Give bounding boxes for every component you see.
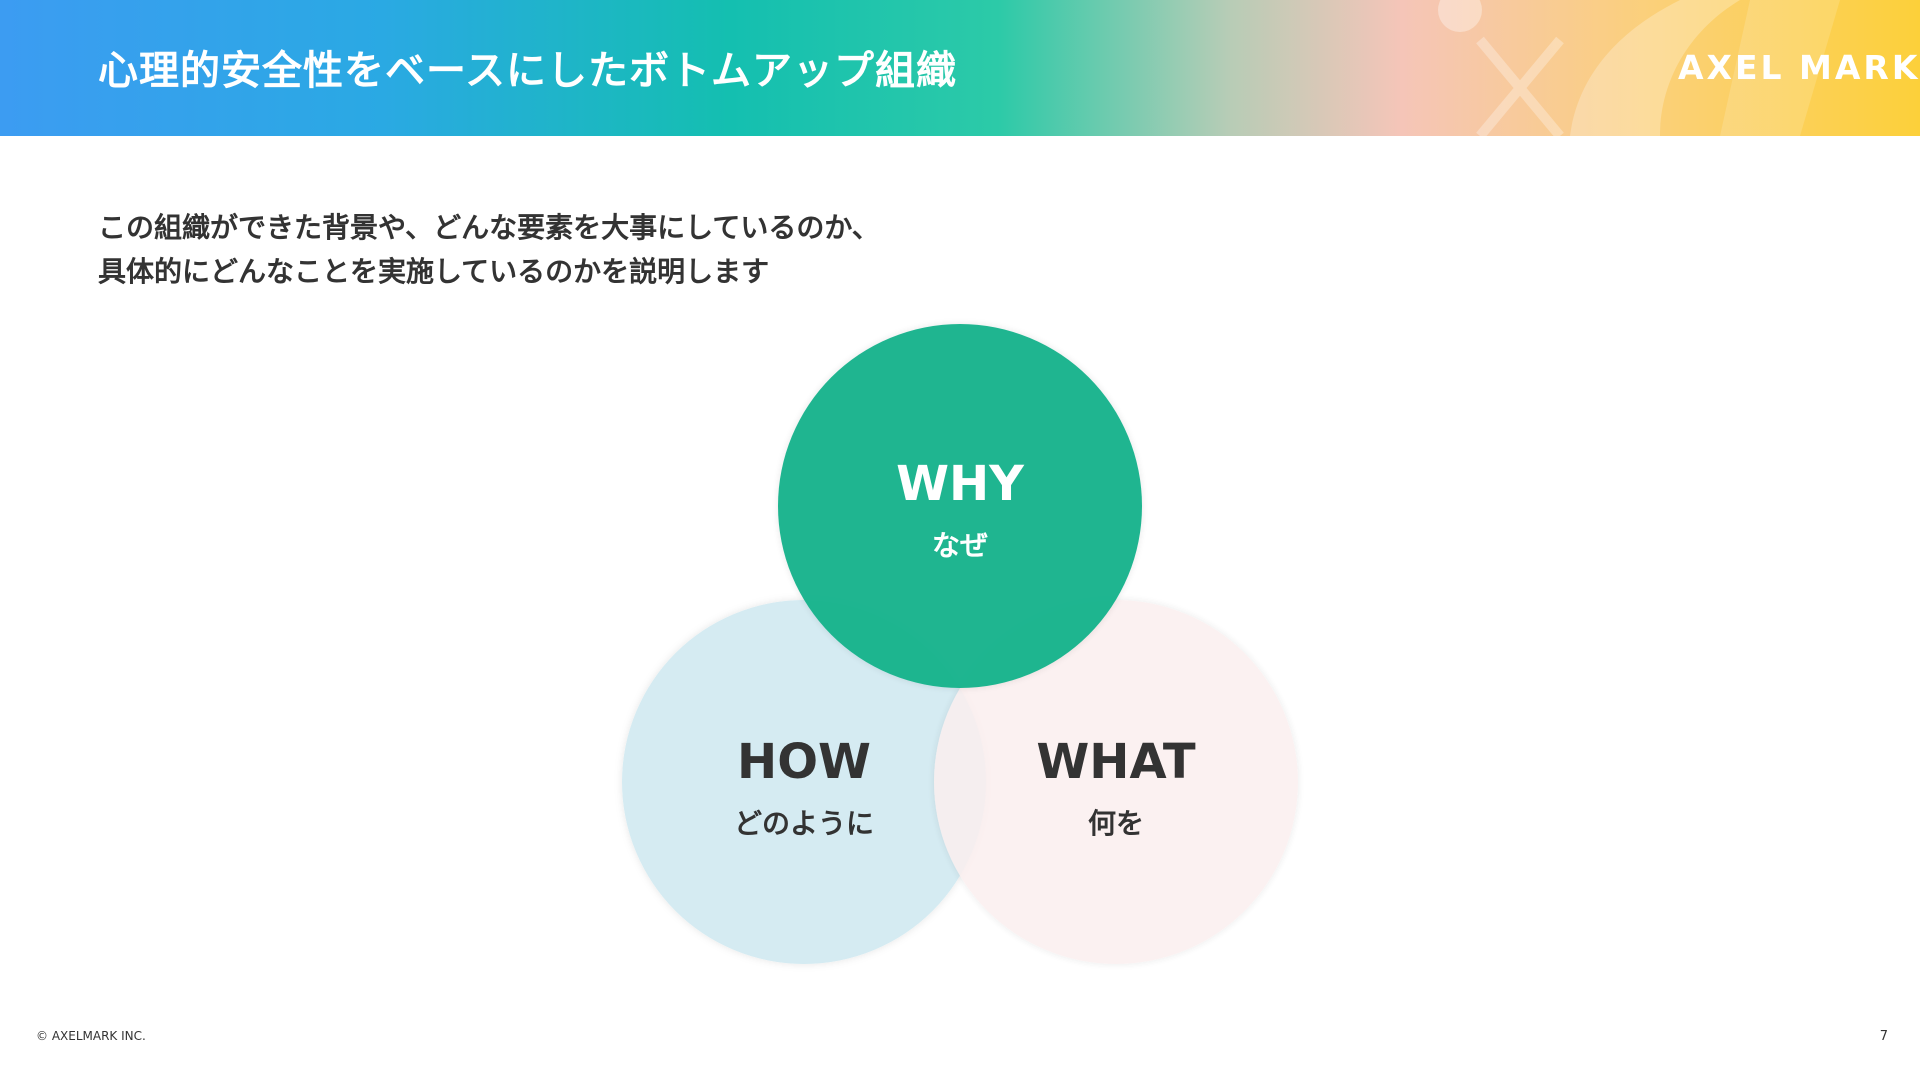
lead-line-2: 具体的にどんなことを実施しているのかを説明します [98, 255, 770, 288]
venn-label-what: WHAT [1036, 734, 1196, 790]
venn-diagram: WHY なぜ HOW どのように WHAT 何を [622, 324, 1298, 964]
venn-circle-why [778, 324, 1142, 688]
venn-sub-how: どのように [734, 807, 874, 840]
lead-line-1: この組織ができた背景や、どんな要素を大事にしているのか、 [98, 211, 880, 244]
header-decoration [1438, 0, 1840, 136]
venn-circle-how [622, 600, 986, 964]
venn-sub-why: なぜ [932, 529, 988, 562]
venn-label-why: WHY [896, 456, 1025, 512]
header-banner: 心理的安全性をベースにしたボトムアップ組織 AXEL MARK [0, 0, 1920, 136]
page-title: 心理的安全性をベースにしたボトムアップ組織 [98, 48, 957, 94]
lead-text: この組織ができた背景や、どんな要素を大事にしているのか、 具体的にどんなことを実… [98, 206, 1598, 294]
brand-logo: AXEL MARK [1678, 48, 1920, 87]
page-number: 7 [1879, 1029, 1888, 1044]
venn-sub-what: 何を [1088, 807, 1144, 840]
venn-circle-what [934, 600, 1298, 964]
copyright-text: © AXELMARK INC. [36, 1029, 146, 1043]
venn-label-how: HOW [737, 734, 871, 790]
